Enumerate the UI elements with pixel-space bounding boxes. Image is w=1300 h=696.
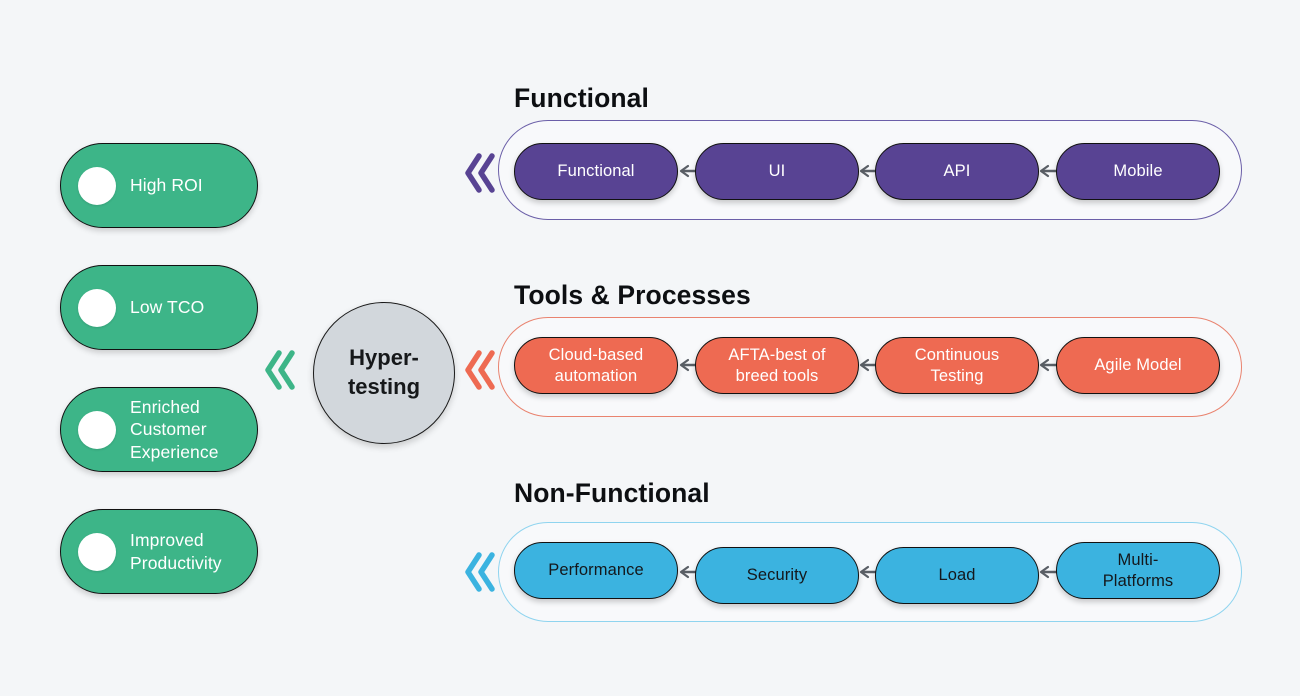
node-nonfunctional-performance[interactable]: Performance xyxy=(514,542,678,599)
benefit-label: Low TCO xyxy=(130,297,205,318)
hub-label-line1: Hyper- xyxy=(349,345,419,371)
chevron-hub-to-functional-icon xyxy=(465,153,495,193)
group-title-tools-and-processes: Tools & Processes xyxy=(514,280,751,310)
node-label: Mobile xyxy=(1113,162,1163,181)
node-label: Functional xyxy=(557,162,635,181)
group-title-functional: Functional xyxy=(514,83,649,113)
node-label: UI xyxy=(768,162,786,181)
node-nonfunctional-load[interactable]: Load xyxy=(875,547,1039,604)
node-label: Agile Model xyxy=(1094,356,1182,375)
node-functional-ui[interactable]: UI xyxy=(695,143,859,200)
node-nonfunctional-multi-platforms[interactable]: Multi- Platforms xyxy=(1056,542,1220,599)
benefit-label: High ROI xyxy=(130,175,203,196)
benefit-pill-enriched-customer-experience[interactable]: Enriched Customer Experience xyxy=(60,387,258,472)
hub-circle-hyper-testing[interactable]: Hyper- testing xyxy=(313,302,455,444)
node-label: Cloud-based automation xyxy=(548,346,644,385)
benefit-pill-high-roi[interactable]: High ROI xyxy=(60,143,258,228)
group-title-non-functional: Non-Functional xyxy=(514,478,710,508)
benefit-bullet-icon xyxy=(78,532,116,571)
benefit-bullet-icon xyxy=(78,166,116,205)
chevron-hub-to-tools-icon xyxy=(465,350,495,390)
node-label: Performance xyxy=(548,561,644,580)
node-tools-agile-model[interactable]: Agile Model xyxy=(1056,337,1220,394)
node-label: Load xyxy=(938,566,976,585)
benefit-bullet-icon xyxy=(78,410,116,449)
node-label: Continuous Testing xyxy=(914,346,1000,385)
node-nonfunctional-security[interactable]: Security xyxy=(695,547,859,604)
benefit-pill-low-tco[interactable]: Low TCO xyxy=(60,265,258,350)
node-tools-cloud-based-automation[interactable]: Cloud-based automation xyxy=(514,337,678,394)
benefit-bullet-icon xyxy=(78,288,116,327)
node-functional-functional[interactable]: Functional xyxy=(514,143,678,200)
node-tools-afta-best-of-breed-tools[interactable]: AFTA-best of breed tools xyxy=(695,337,859,394)
node-label: Security xyxy=(746,566,808,585)
benefit-label: Enriched Customer Experience xyxy=(130,397,219,462)
node-functional-api[interactable]: API xyxy=(875,143,1039,200)
benefit-label: Improved Productivity xyxy=(130,530,222,573)
chevron-benefits-to-hub-icon xyxy=(265,350,295,390)
node-functional-mobile[interactable]: Mobile xyxy=(1056,143,1220,200)
benefit-pill-improved-productivity[interactable]: Improved Productivity xyxy=(60,509,258,594)
hub-label: Hyper- testing xyxy=(348,344,420,401)
node-label: AFTA-best of breed tools xyxy=(728,346,826,385)
node-label: Multi- Platforms xyxy=(1102,551,1174,590)
hub-label-line2: testing xyxy=(347,374,421,399)
chevron-hub-to-nonfunctional-icon xyxy=(465,552,495,592)
node-tools-continuous-testing[interactable]: Continuous Testing xyxy=(875,337,1039,394)
node-label: API xyxy=(943,162,971,181)
